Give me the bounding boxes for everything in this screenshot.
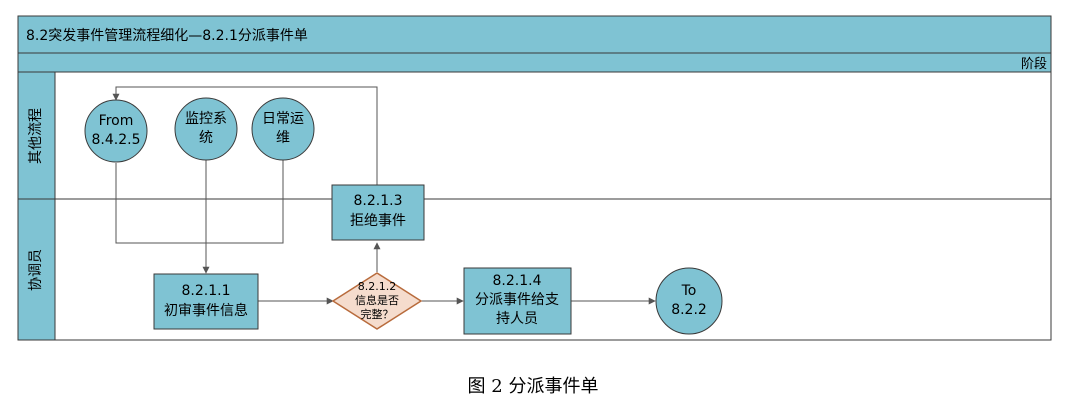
node-assign-line2: 分派事件给支 [475,292,559,308]
figure-caption: 图 2 分派事件单 [467,376,599,397]
connector-from-down [115,163,206,244]
node-ops-line2: 维 [276,130,290,146]
node-from-line2: 8.4.2.5 [92,132,141,148]
node-monitor-line2: 统 [199,130,213,146]
lane-header-other [17,71,56,200]
node-reject-line1: 8.2.1.3 [354,193,403,209]
lane-header-coordinator [17,198,56,341]
node-monitoring-system: 监控系 统 [174,97,238,161]
node-check-line2: 信息是否 [355,293,399,307]
node-from-line1: From [99,113,134,129]
phase-label: 阶段 [1021,57,1047,72]
node-to-line2: 8.2.2 [671,302,707,318]
lane-label-coordinator: 协调员 [28,249,44,291]
node-info-complete-decision: 8.2.1.2 信息是否 完整？ [331,272,423,330]
node-from-8-4-2-5: From 8.4.2.5 [84,99,148,163]
node-to-8-2-2: To 8.2.2 [655,267,723,335]
connector-reject-to-from [112,86,378,185]
node-monitor-line1: 监控系 [185,111,227,127]
node-assign-line3: 持人员 [496,311,538,327]
node-review-line2: 初审事件信息 [164,302,248,319]
node-reject-event: 8.2.1.3 拒绝事件 [331,184,425,241]
node-reject-line2: 拒绝事件 [350,213,406,229]
node-ops-line1: 日常运 [262,111,304,127]
phase-bar [17,52,1052,73]
node-assign-to-support: 8.2.1.4 分派事件给支 持人员 [463,267,572,335]
lane-label-other: 其他流程 [28,108,44,164]
node-daily-ops: 日常运 维 [251,97,315,161]
node-check-line1: 8.2.1.2 [358,280,396,293]
connector-ops-down [206,160,284,244]
node-check-line3: 完整？ [361,307,394,321]
node-to-line1: To [681,283,697,299]
node-assign-line1: 8.2.1.4 [493,273,542,289]
title-bar [17,15,1052,54]
node-initial-review: 8.2.1.1 初审事件信息 [153,273,259,330]
diagram-title: 8.2突发事件管理流程细化—8.2.1分派事件单 [26,28,308,44]
node-review-line1: 8.2.1.1 [182,283,231,299]
